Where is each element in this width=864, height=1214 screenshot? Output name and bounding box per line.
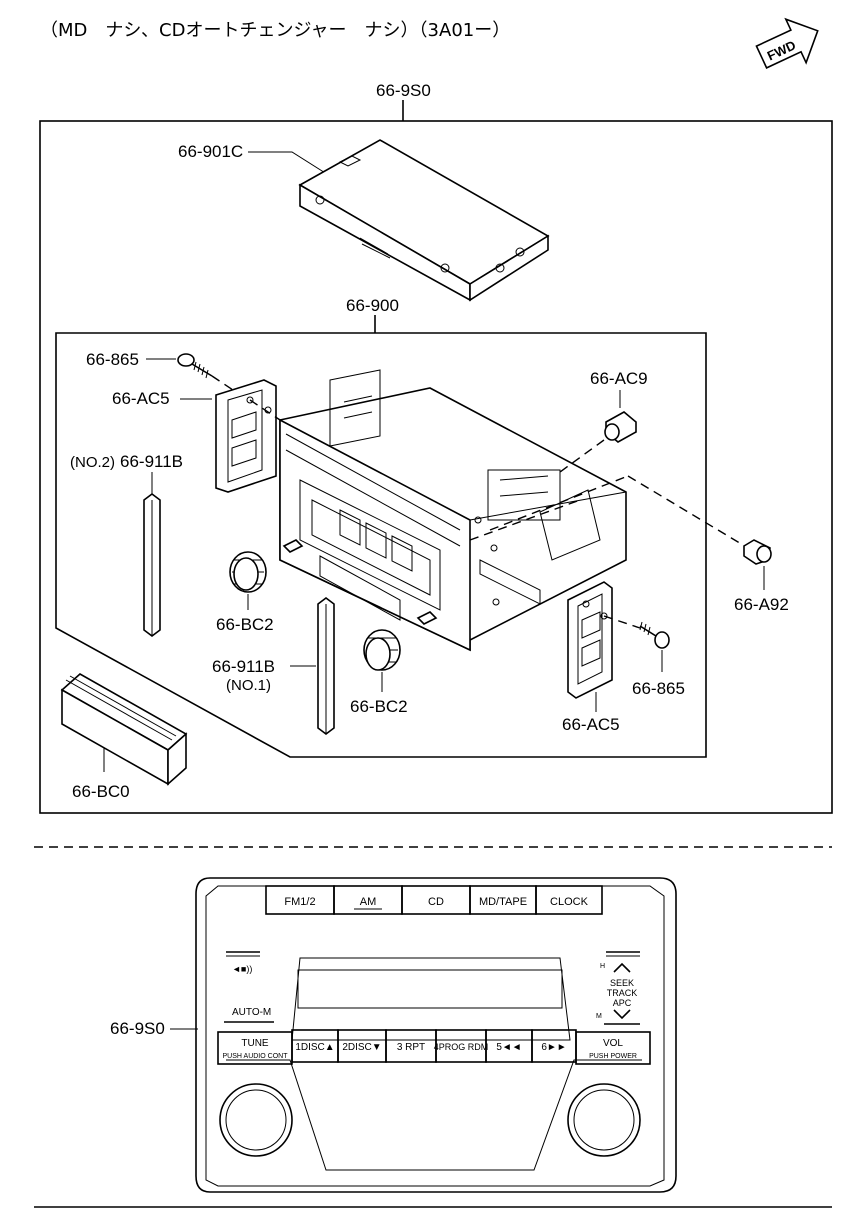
seek-label: SEEK <box>610 978 634 988</box>
callout-cassette: 66-BC0 <box>72 782 130 801</box>
callout-strip-no1: 66-911B <box>212 657 275 676</box>
preset-3-label: 3 RPT <box>397 1042 425 1053</box>
speaker-indicator: ◄■)) <box>232 964 252 974</box>
auto-m-label: AUTO-M <box>232 1007 271 1018</box>
callout-assembly: 66-9S0 <box>376 81 431 100</box>
preset-2-label: 2DISC▼ <box>342 1042 381 1053</box>
screw-right <box>743 539 772 565</box>
tune-button-sub: PUSH AUDIO CONT <box>223 1053 289 1060</box>
seek-up-icon[interactable] <box>613 962 631 973</box>
callout-bracket-left: 66-AC5 <box>112 389 170 408</box>
h-mark: H <box>600 963 605 970</box>
callout-faceplate: 66-9S0 <box>110 1019 165 1038</box>
knob-left <box>229 551 267 593</box>
callout-strip-no2-prefix: (NO.2) <box>70 454 115 471</box>
callout-knob-left: 66-BC2 <box>216 615 274 634</box>
cd-button-label: CD <box>428 896 444 908</box>
display-window <box>297 969 563 1009</box>
knob-right <box>363 629 401 671</box>
callout-strip-no1-suffix: (NO.1) <box>226 677 271 694</box>
preset-6-label: 6►► <box>541 1042 566 1053</box>
bracket-right <box>567 581 613 699</box>
seek-down-icon[interactable] <box>613 1009 631 1020</box>
apc-label: APC <box>613 998 632 1008</box>
knob-cap <box>604 411 637 443</box>
head-unit-body <box>279 369 627 652</box>
callout-strip-no2: 66-911B <box>120 452 183 471</box>
track-label: TRACK <box>607 988 638 998</box>
assembly-frame <box>39 120 833 814</box>
m-mark: M <box>596 1013 602 1020</box>
callout-unit: 66-900 <box>346 296 399 315</box>
top-button-row: FM1/2 AM CD MD/TAPE CLOCK <box>265 885 603 915</box>
am-button-label: AM <box>360 896 377 908</box>
faceplate <box>195 877 677 1193</box>
screw-top <box>177 353 213 379</box>
vol-button[interactable] <box>575 1031 651 1065</box>
callout-knob-cap: 66-AC9 <box>590 369 648 388</box>
volume-knob[interactable] <box>567 1083 641 1157</box>
vol-button-sub: PUSH POWER <box>589 1053 637 1060</box>
bracket-left <box>215 379 277 493</box>
callout-knob-right: 66-BC2 <box>350 697 408 716</box>
strip-no1 <box>317 597 335 735</box>
fm-button-label: FM1/2 <box>284 896 315 908</box>
unit-frame <box>55 332 707 758</box>
tune-knob[interactable] <box>219 1083 293 1157</box>
preset-button-row: TUNE PUSH AUDIO CONT 1DISC▲ 2DISC▼ 3 RPT… <box>217 1029 651 1065</box>
callout-screw-top: 66-865 <box>86 350 139 369</box>
tune-button-label: TUNE <box>241 1038 269 1049</box>
screw-bottom <box>639 621 670 649</box>
callout-screw-bottom: 66-865 <box>632 679 685 698</box>
callout-bracket-right: 66-AC5 <box>562 715 620 734</box>
page-title: （MD ナシ、CDオートチェンジャー ナシ）（3A01ー） <box>40 20 510 41</box>
preset-1-label: 1DISC▲ <box>295 1042 334 1053</box>
strip-no2 <box>143 493 161 637</box>
clock-button[interactable] <box>535 885 603 915</box>
fwd-arrow-icon: FWD <box>755 17 819 69</box>
callout-cover: 66-901C <box>178 142 243 161</box>
vol-button-label: VOL <box>603 1038 623 1049</box>
clock-button-label: CLOCK <box>550 896 589 908</box>
cassette-case <box>60 673 188 786</box>
callout-screw-right: 66-A92 <box>734 595 789 614</box>
preset-5-label: 5◄◄ <box>496 1042 521 1053</box>
md-tape-button-label: MD/TAPE <box>479 896 527 908</box>
fwd-badge-label: FWD <box>765 37 798 63</box>
preset-4-label: 4PROG RDM <box>434 1042 489 1052</box>
cover-plate <box>298 139 550 302</box>
